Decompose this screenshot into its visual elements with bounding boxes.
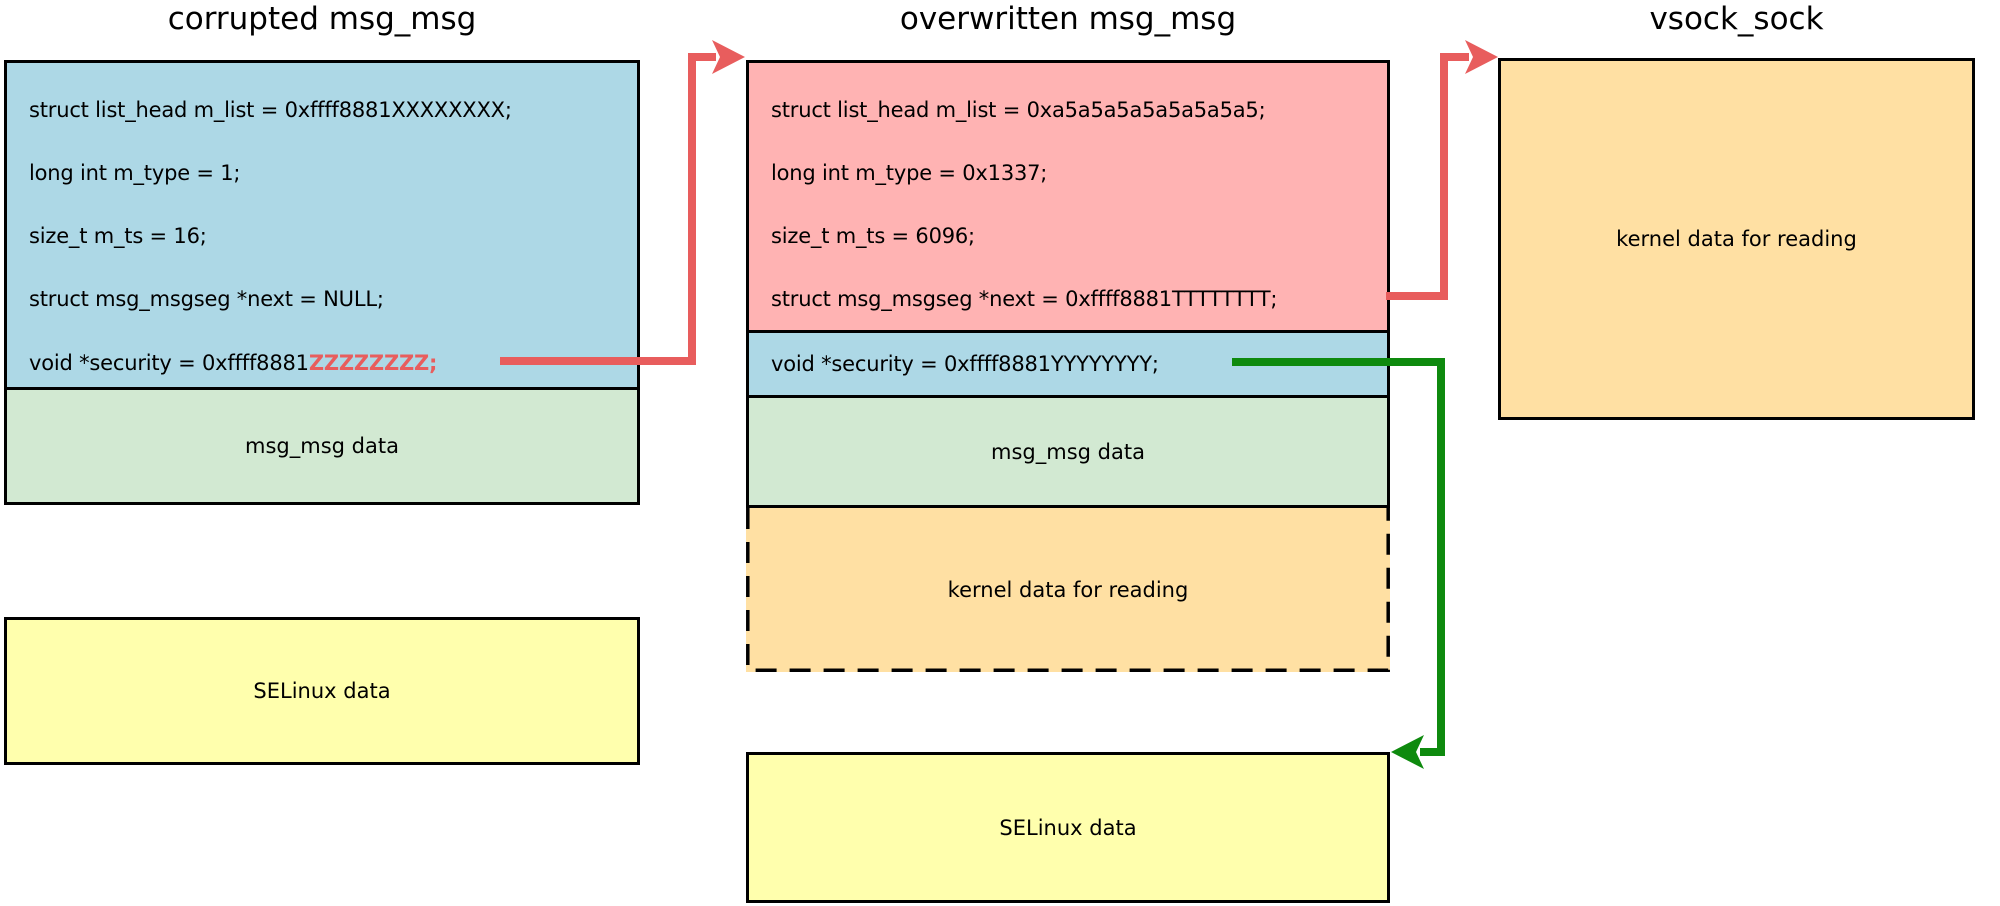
security-pointer-arrowhead-icon xyxy=(712,40,745,74)
struct-field-m-ts: size_t m_ts = 16; xyxy=(29,224,207,248)
vsock-kernel-data-box: kernel data for reading xyxy=(1498,58,1975,420)
msg-msg-data-label: msg_msg data xyxy=(245,434,399,458)
msg-msg-data-label: msg_msg data xyxy=(991,439,1145,464)
corrupted-selinux-data-box: SELinux data xyxy=(4,617,640,765)
title-vsock-sock: vsock_sock xyxy=(1649,1,1824,37)
overwritten-selinux-data-box: SELinux data xyxy=(746,752,1390,903)
kernel-data-label: kernel data for reading xyxy=(947,578,1189,602)
security-value-prefix: void *security = 0xffff8881 xyxy=(29,351,309,375)
kernel-data-label: kernel data for reading xyxy=(1616,227,1857,251)
corrupted-msg-msg-struct-box: struct list_head m_list = 0xffff8881XXXX… xyxy=(4,60,640,390)
overwritten-security-arrowhead-icon xyxy=(1391,735,1424,769)
overwritten-kernel-data-box: kernel data for reading xyxy=(746,508,1390,672)
next-pointer-arrow-line xyxy=(1386,53,1469,300)
corrupted-msg-msg-data-box: msg_msg data xyxy=(4,387,640,505)
title-corrupted-msg-msg: corrupted msg_msg xyxy=(167,1,477,37)
struct-field-security: void *security = 0xffff8881ZZZZZZZZ; xyxy=(29,349,437,377)
security-value-highlight: ZZZZZZZZ; xyxy=(308,351,438,375)
struct-field-next: struct msg_msgseg *next = NULL; xyxy=(29,287,384,311)
struct-field-next: struct msg_msgseg *next = 0xffff8881TTTT… xyxy=(771,287,1278,311)
struct-field-m-type: long int m_type = 0x1337; xyxy=(771,161,1048,185)
title-overwritten-msg-msg: overwritten msg_msg xyxy=(899,1,1237,37)
overwritten-msg-msg-struct-box: struct list_head m_list = 0xa5a5a5a5a5a5… xyxy=(746,60,1390,333)
struct-field-m-type: long int m_type = 1; xyxy=(29,161,241,185)
selinux-data-label: SELinux data xyxy=(999,815,1137,840)
overwritten-security-row: void *security = 0xffff8881YYYYYYYY; xyxy=(746,330,1390,398)
next-pointer-arrowhead-icon xyxy=(1465,40,1498,74)
struct-field-m-ts: size_t m_ts = 6096; xyxy=(771,224,975,248)
selinux-data-label: SELinux data xyxy=(253,679,391,703)
overwritten-msg-msg-data-box: msg_msg data xyxy=(746,395,1390,508)
struct-field-m-list: struct list_head m_list = 0xa5a5a5a5a5a5… xyxy=(771,98,1266,122)
security-field-line: void *security = 0xffff8881YYYYYYYY; xyxy=(771,352,1159,376)
struct-field-m-list: struct list_head m_list = 0xffff8881XXXX… xyxy=(29,98,512,122)
